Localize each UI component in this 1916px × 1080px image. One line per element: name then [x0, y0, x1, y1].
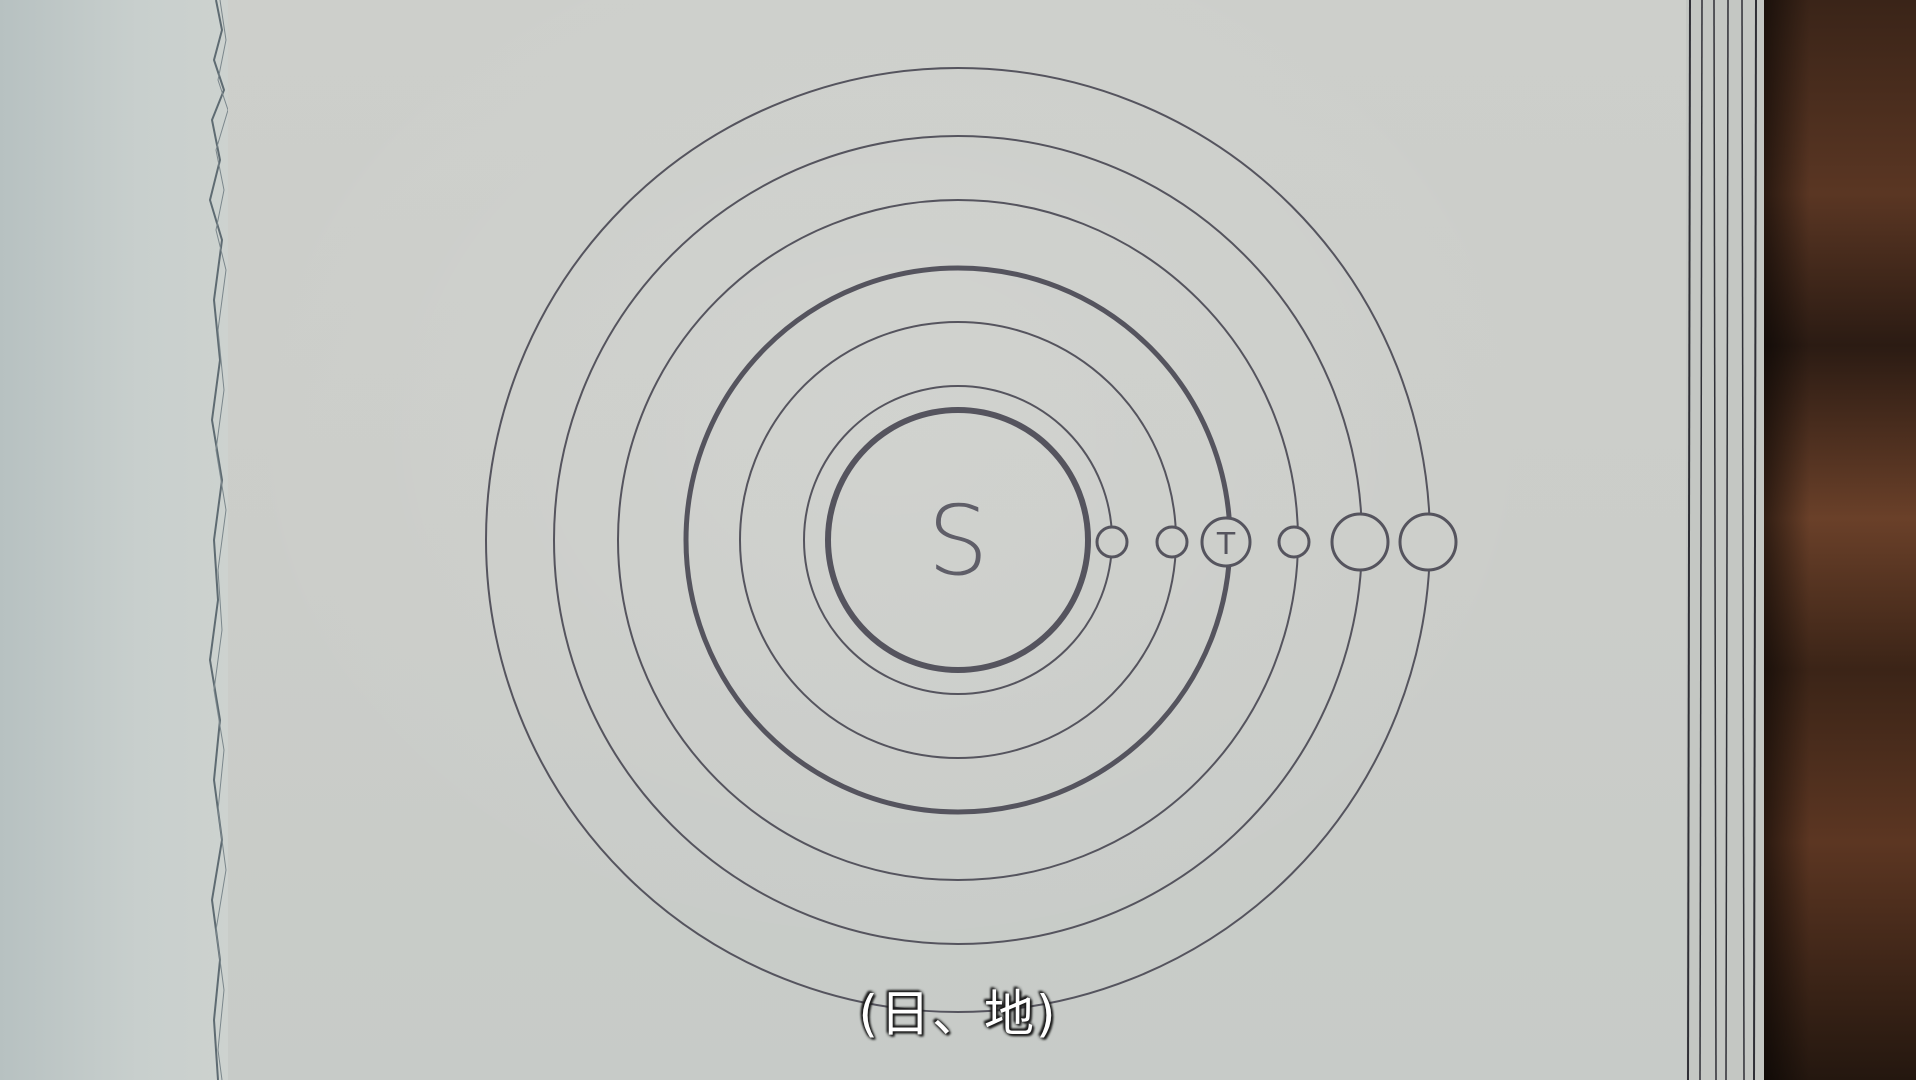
planet-earth-label: T: [1216, 527, 1236, 562]
planet-1: [1095, 525, 1129, 559]
torn-page-edge: [208, 0, 229, 1080]
planet-5: [1330, 512, 1390, 572]
wooden-surface: [1764, 0, 1916, 1080]
planet-4: [1277, 525, 1311, 559]
sun-label: S: [928, 485, 989, 597]
subtitle-caption: (日、地): [858, 985, 1058, 1043]
left-page: [0, 0, 230, 1080]
planet-6: [1398, 512, 1458, 572]
planet-earth: [1200, 516, 1252, 568]
sun-circle: [825, 407, 1091, 673]
book-spine-pages: [1686, 0, 1766, 1080]
planet-2: [1155, 525, 1189, 559]
